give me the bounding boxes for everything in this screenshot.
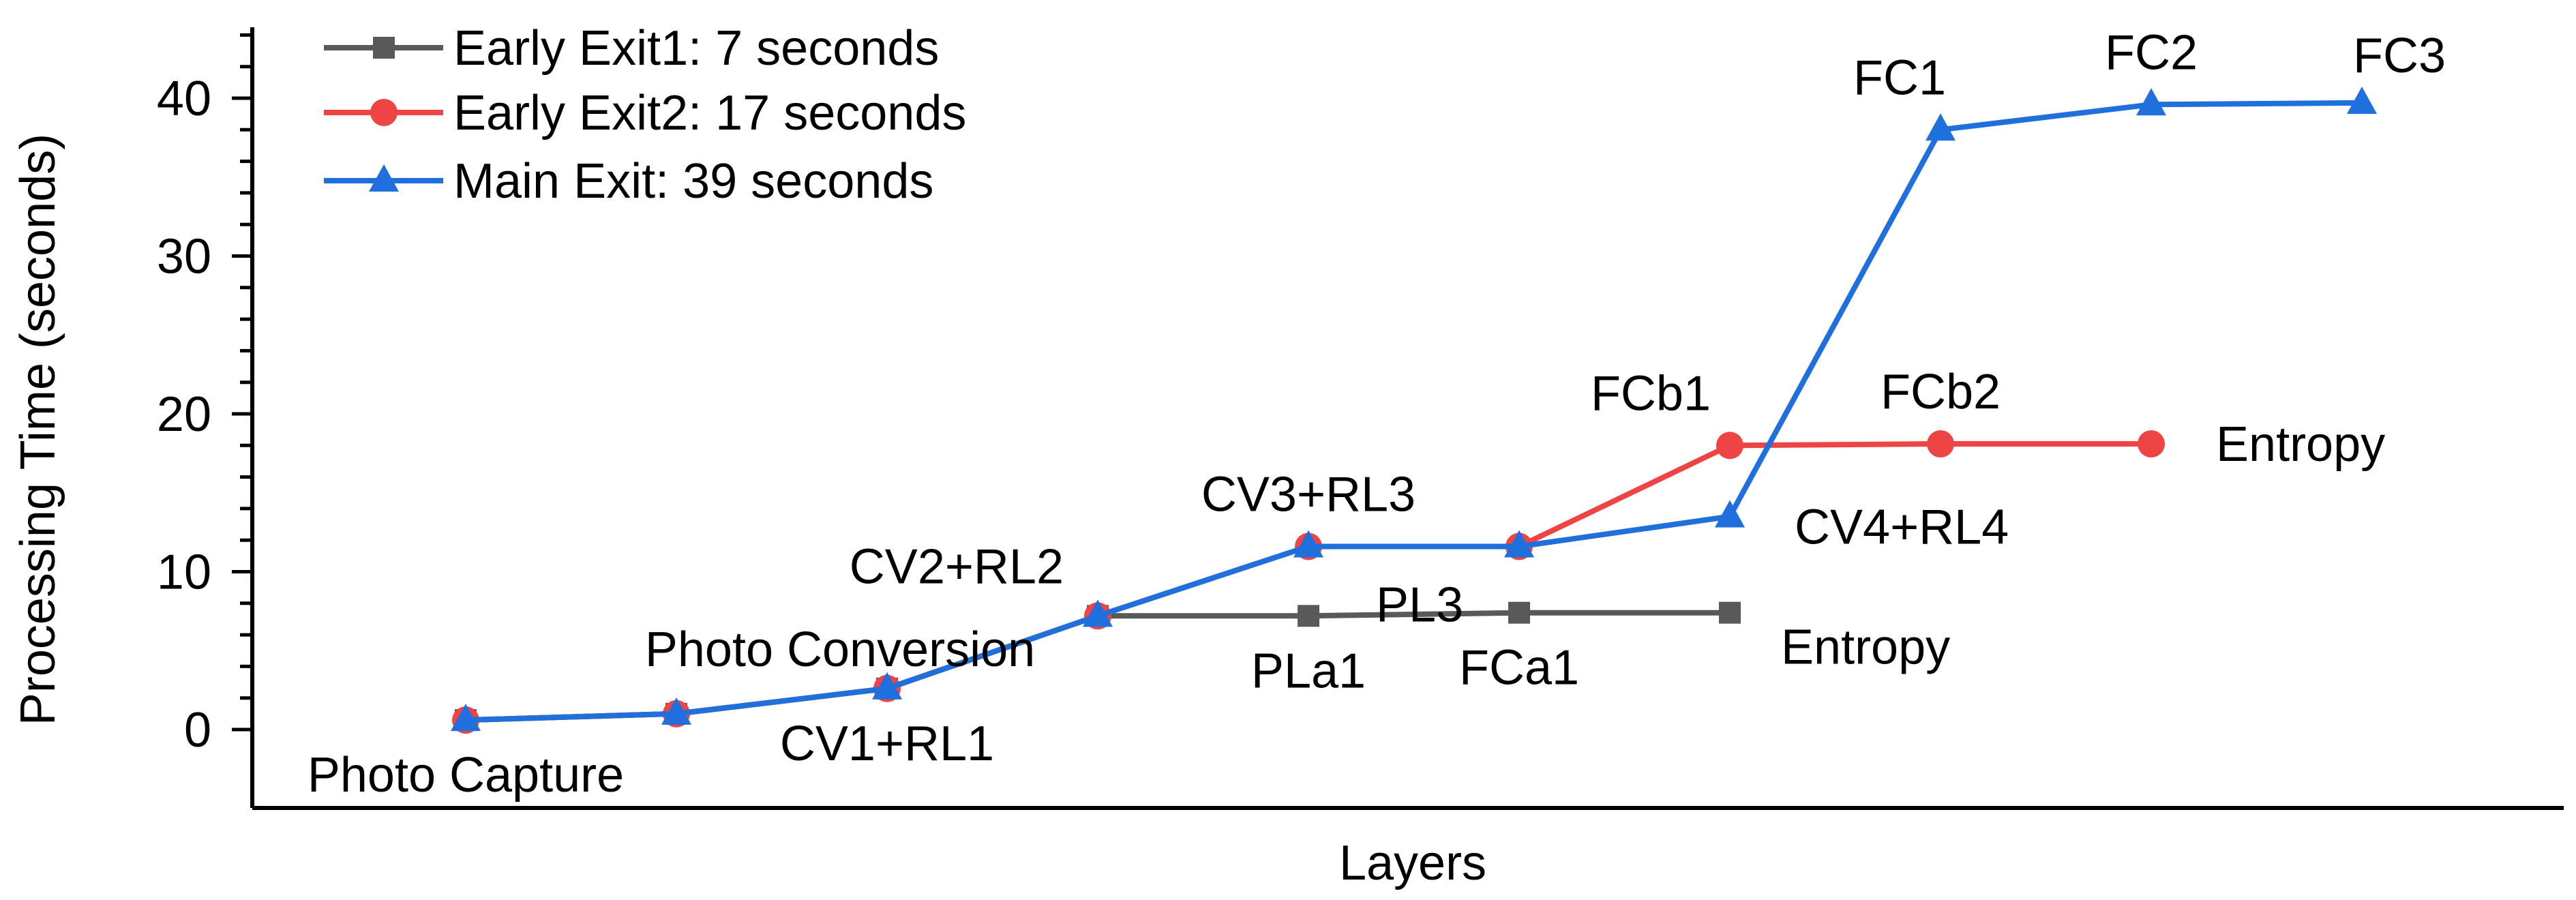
point-label: FCb2 bbox=[1881, 365, 2001, 419]
point-label: FC1 bbox=[1853, 50, 1946, 105]
point-label: Entropy bbox=[2216, 417, 2385, 472]
data-point-triangle bbox=[1293, 530, 1323, 558]
legend-label: Early Exit1: 7 seconds bbox=[453, 21, 939, 76]
point-label: FCb1 bbox=[1591, 366, 1711, 421]
data-point-square bbox=[1508, 601, 1530, 624]
legend-label: Early Exit2: 17 seconds bbox=[453, 86, 966, 140]
point-label: CV4+RL4 bbox=[1795, 500, 2009, 554]
point-label: CV3+RL3 bbox=[1201, 467, 1416, 522]
series-layer bbox=[451, 86, 2377, 734]
data-point-triangle bbox=[2347, 86, 2377, 114]
data-point-circle bbox=[2138, 430, 2165, 457]
y-tick-label: 20 bbox=[157, 387, 211, 442]
y-tick-label: 0 bbox=[184, 703, 211, 758]
data-point-circle bbox=[1716, 432, 1743, 460]
data-point-triangle bbox=[1715, 500, 1745, 528]
point-label: CV2+RL2 bbox=[850, 539, 1064, 594]
data-point-circle bbox=[1927, 430, 1954, 457]
data-point-triangle bbox=[451, 704, 481, 732]
data-point-triangle bbox=[1083, 599, 1113, 627]
legend-marker-circle bbox=[370, 99, 398, 126]
data-point-triangle bbox=[1926, 113, 1956, 141]
data-point-triangle bbox=[872, 672, 902, 700]
data-point-triangle bbox=[661, 697, 691, 725]
y-axis-ticks: 0 10 20 30 40 bbox=[157, 33, 252, 758]
series-line bbox=[465, 100, 2363, 723]
y-tick-label: 40 bbox=[157, 72, 211, 126]
point-label: FC3 bbox=[2353, 29, 2446, 83]
point-label: Entropy bbox=[1781, 620, 1950, 675]
point-label: CV1+RL1 bbox=[780, 717, 994, 771]
point-label: PLa1 bbox=[1251, 644, 1366, 698]
point-label: PL3 bbox=[1376, 578, 1463, 632]
y-tick-label: 10 bbox=[157, 545, 211, 600]
legend-marker-triangle bbox=[369, 164, 399, 192]
series-3 bbox=[451, 86, 2377, 732]
data-point-square bbox=[1298, 605, 1319, 627]
data-point-triangle bbox=[1504, 530, 1534, 558]
legend-label: Main Exit: 39 seconds bbox=[453, 154, 933, 209]
x-axis-title: Layers bbox=[1339, 836, 1486, 890]
data-point-square bbox=[1719, 601, 1741, 624]
point-label: Photo Conversion bbox=[645, 622, 1035, 677]
legend-marker-square bbox=[373, 37, 395, 59]
y-tick-label: 30 bbox=[157, 230, 211, 284]
legend-entry-3: Main Exit: 39 seconds bbox=[324, 154, 933, 209]
point-label: FCa1 bbox=[1459, 641, 1579, 695]
data-point-triangle bbox=[2136, 88, 2166, 116]
point-label: FC2 bbox=[2105, 25, 2198, 80]
legend-entry-2: Early Exit2: 17 seconds bbox=[324, 86, 966, 140]
point-label: Photo Capture bbox=[308, 748, 624, 802]
axes bbox=[250, 27, 2564, 810]
legend-entry-1: Early Exit1: 7 seconds bbox=[324, 21, 939, 76]
y-axis-title: Processing Time (seconds) bbox=[11, 134, 65, 725]
